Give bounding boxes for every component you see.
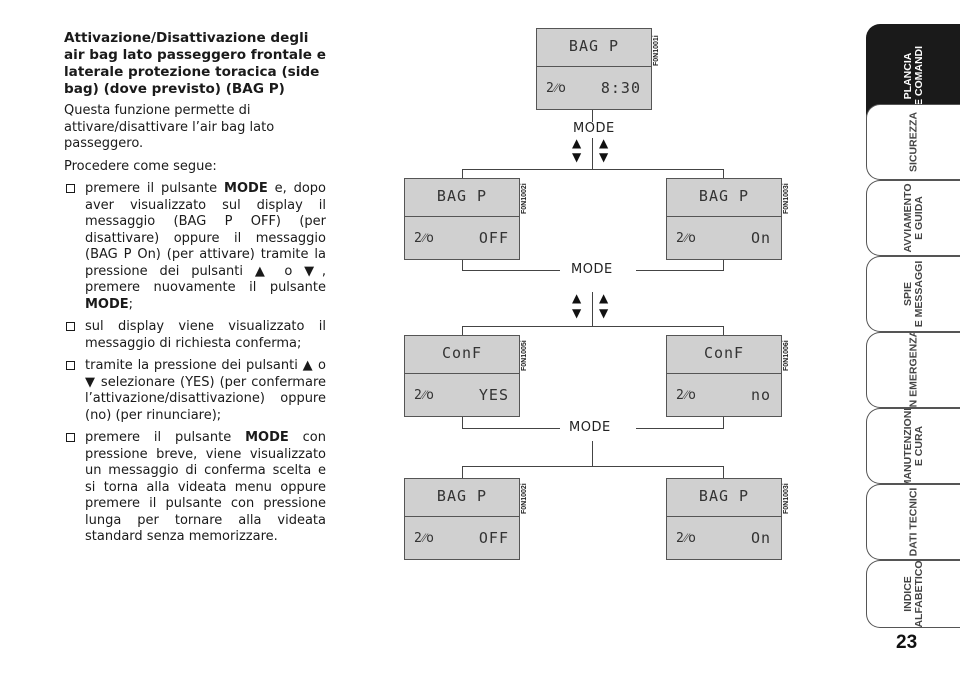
tab-dati-tecnici[interactable]: DATI TECNICI <box>866 484 960 560</box>
display-line1: ConF <box>441 344 483 362</box>
display-bagp-on-result: BAG P 2⁄⁄o On <box>666 478 782 560</box>
display-top: BAG P 2⁄⁄o 8:30 <box>536 28 652 110</box>
connector-line <box>592 110 593 122</box>
display-line1: BAG P <box>436 487 488 505</box>
display-line1: ConF <box>703 344 745 362</box>
airbag-passenger-icon: 2⁄⁄o <box>676 531 696 546</box>
tab-spie-messaggi[interactable]: SPIE E MESSAGGI <box>866 256 960 332</box>
connector-line <box>723 326 724 336</box>
airbag-passenger-icon: 2⁄⁄o <box>414 388 434 403</box>
display-bagp-off-result: BAG P 2⁄⁄o OFF <box>404 478 520 560</box>
tab-indice-alfabetico[interactable]: INDICE ALFABETICO <box>866 560 960 628</box>
display-conf-no: ConF 2⁄⁄o no <box>666 335 782 417</box>
figure-code: F0N1005i <box>521 340 528 371</box>
airbag-passenger-icon: 2⁄⁄o <box>676 388 696 403</box>
intro-paragraph: Questa funzione permette di attivare/dis… <box>64 103 275 151</box>
step-item: premere il pulsante MODE e, dopo aver vi… <box>64 181 326 313</box>
connector-line <box>462 466 463 478</box>
text-column: Attivazione/Disattivazione degli air bag… <box>64 30 326 552</box>
down-arrow-icon: ▼ <box>599 150 609 164</box>
display-line2: On <box>750 529 771 547</box>
figure-code: F0N1002i <box>521 183 528 214</box>
step-item: sul display viene visualizzato il messag… <box>64 319 326 352</box>
up-arrow-icon: ▲ <box>572 291 582 305</box>
steps-list: premere il pulsante MODE e, dopo aver vi… <box>64 181 326 546</box>
connector-line <box>462 428 560 429</box>
display-line1: BAG P <box>436 187 488 205</box>
display-bagp-on: BAG P 2⁄⁄o On <box>666 178 782 260</box>
step-item: tramite la pressione dei pulsanti ▲ o ▼ … <box>64 358 326 424</box>
figure-code: F0N1003i <box>783 183 790 214</box>
checkbox-bullet-icon <box>66 184 75 193</box>
procedure-paragraph: Procedere come segue: <box>64 158 217 174</box>
connector-line <box>592 292 593 326</box>
checkbox-bullet-icon <box>66 433 75 442</box>
airbag-passenger-icon: 2⁄⁄o <box>546 81 566 96</box>
connector-line <box>462 326 724 327</box>
down-arrow-icon: ▼ <box>599 306 609 320</box>
mode-label: MODE <box>569 420 611 435</box>
connector-line <box>592 441 593 467</box>
connector-line <box>723 260 724 270</box>
step-item: premere il pulsante MODE con pressione b… <box>64 430 326 546</box>
connector-line <box>723 169 724 179</box>
airbag-passenger-icon: 2⁄⁄o <box>414 531 434 546</box>
display-line2: no <box>750 386 771 404</box>
display-bagp-off: BAG P 2⁄⁄o OFF <box>404 178 520 260</box>
checkbox-bullet-icon <box>66 322 75 331</box>
display-line2: OFF <box>478 229 509 247</box>
tab-manutenzione-cura[interactable]: MANUTENZIONE E CURA <box>866 408 960 484</box>
connector-line <box>462 417 463 428</box>
connector-line <box>592 138 593 170</box>
tab-avviamento-guida[interactable]: AVVIAMENTO E GUIDA <box>866 180 960 256</box>
up-arrow-icon: ▲ <box>599 291 609 305</box>
display-line1: BAG P <box>568 37 620 55</box>
display-line1: BAG P <box>698 187 750 205</box>
connector-line <box>723 466 724 478</box>
connector-line <box>636 428 724 429</box>
display-line1: BAG P <box>698 487 750 505</box>
page-number: 23 <box>896 632 918 653</box>
display-line2: 8:30 <box>600 79 641 97</box>
airbag-passenger-icon: 2⁄⁄o <box>676 231 696 246</box>
figure-code: F0N1006i <box>783 340 790 371</box>
mode-label: MODE <box>571 262 613 277</box>
airbag-passenger-icon: 2⁄⁄o <box>414 231 434 246</box>
connector-line <box>462 169 724 170</box>
display-line2: YES <box>478 386 509 404</box>
connector-line <box>462 270 560 271</box>
connector-line <box>723 417 724 428</box>
down-arrow-icon: ▼ <box>572 306 582 320</box>
connector-line <box>462 466 724 467</box>
display-conf-yes: ConF 2⁄⁄o YES <box>404 335 520 417</box>
section-heading: Attivazione/Disattivazione degli air bag… <box>64 30 326 97</box>
figure-code: F0N1002i <box>521 483 528 514</box>
up-arrow-icon: ▲ <box>572 136 582 150</box>
connector-line <box>636 270 724 271</box>
tab-sicurezza[interactable]: SICUREZZA <box>866 104 960 180</box>
connector-line <box>462 326 463 336</box>
down-arrow-icon: ▼ <box>572 150 582 164</box>
display-line2: On <box>750 229 771 247</box>
figure-code: F0N1001i <box>653 35 660 66</box>
display-line2: OFF <box>478 529 509 547</box>
checkbox-bullet-icon <box>66 361 75 370</box>
connector-line <box>462 169 463 179</box>
mode-label: MODE <box>573 121 615 136</box>
figure-code: F0N1003i <box>783 483 790 514</box>
up-arrow-icon: ▲ <box>599 136 609 150</box>
connector-line <box>462 260 463 270</box>
tab-in-emergenza[interactable]: IN EMERGENZA <box>866 332 960 408</box>
